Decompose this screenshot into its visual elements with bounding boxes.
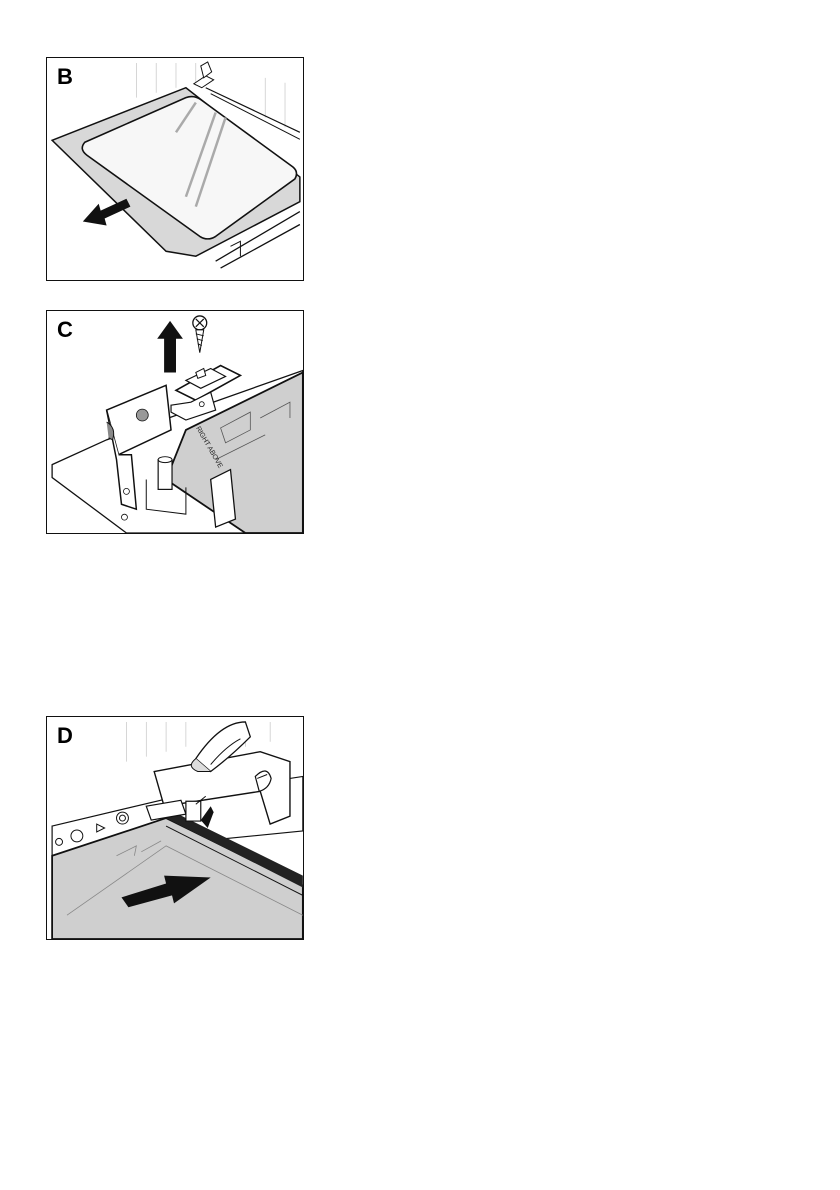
screw-icon [193, 316, 207, 353]
figure-c-illustration: RIGHT ABOVE [47, 311, 303, 533]
figure-d: D [46, 716, 304, 940]
figure-b: B [46, 57, 304, 281]
figure-d-illustration [47, 717, 303, 939]
pull-arrow-icon [83, 199, 131, 226]
figure-d-label: D [57, 723, 73, 749]
figure-c-label: C [57, 317, 73, 343]
figure-b-illustration [47, 58, 303, 280]
lift-up-arrow-icon [157, 321, 183, 373]
figure-c: C RIGHT ABOVE [46, 310, 304, 534]
figure-b-label: B [57, 64, 73, 90]
